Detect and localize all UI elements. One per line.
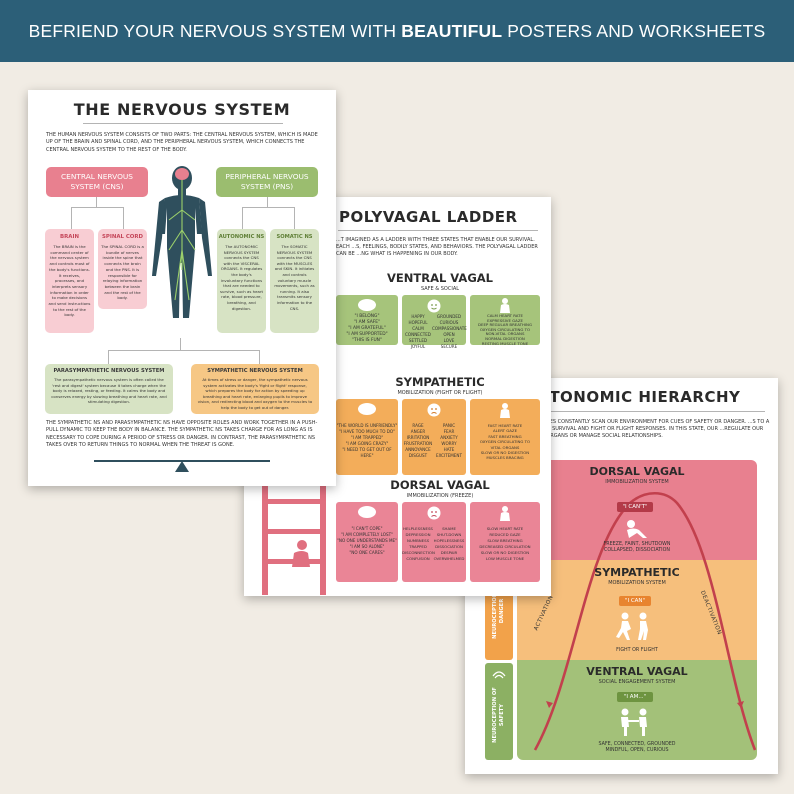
symp-body: FAST HEART RATE ALERT GAZE FAST BREATHIN…	[479, 423, 531, 461]
autonomic-box: AUTONOMIC NS The AUTONOMIC NERVOUS SYSTE…	[217, 229, 266, 333]
spinal-cord-text: The SPINAL CORD is a bundle of nerves in…	[101, 244, 144, 301]
ventral-quote: "I AM..."	[617, 692, 653, 702]
dorsal-description: FREEZE, FAINT, SHUTDOWN COLLAPSED, DISSO…	[603, 542, 671, 553]
dorsal-thoughts: "I CAN'T COPE" "I AM COMPLETELY LOST" "N…	[337, 526, 397, 555]
sad-face-icon	[427, 506, 441, 520]
activation-curve	[533, 491, 757, 751]
sympathetic-quote: "I CAN"	[619, 596, 651, 606]
nervous-system-sheet: THE NERVOUS SYSTEM THE HUMAN NERVOUS SYS…	[28, 90, 336, 486]
pns-header-label: PERIPHERAL NERVOUS SYSTEM (PNS)	[225, 172, 309, 191]
sympathetic-description: FIGHT OR FLIGHT	[616, 648, 658, 653]
sympathetic-subtitle: MOBILIZATION SYSTEM	[608, 580, 666, 586]
spinal-cord-title: SPINAL CORD	[102, 234, 143, 240]
polyvagal-intro: ...T IMAGINED AS A LADDER WITH THREE STA…	[336, 237, 538, 257]
symp-feelings-1: RAGE ANGER IRRITATION FRUSTRATION ANNOYA…	[403, 423, 433, 458]
symp-feelings-card: RAGE ANGER IRRITATION FRUSTRATION ANNOYA…	[402, 399, 466, 475]
ventral-body-card: CALM HEART RATE EXPRESSIVE GAZE DEEP REG…	[470, 295, 540, 345]
nervous-system-footer: THE SYMPATHETIC NS AND PARASYMPATHETIC N…	[46, 420, 318, 449]
brain-box: BRAIN The BRAIN is the command center of…	[45, 229, 94, 333]
body-figure-icon	[500, 298, 510, 313]
banner-text-post: POSTERS AND WORKSHEETS	[507, 20, 766, 41]
sympathetic-title: SYMPATHETIC	[594, 566, 680, 579]
dorsal-quote: "I CAN'T"	[617, 502, 653, 512]
sympathetic-ns-title: SYMPATHETIC NERVOUS SYSTEM	[207, 368, 303, 374]
ventral-subtitle: SOCIAL ENGAGEMENT SYSTEM	[598, 679, 676, 685]
dorsal-ladder-subtitle: IMMOBILIZATION (FREEZE)	[406, 493, 474, 499]
body-figure-icon	[500, 506, 510, 521]
brain-title: BRAIN	[60, 234, 79, 240]
polyvagal-ladder-sheet: POLYVAGAL LADDER ...T IMAGINED AS A LADD…	[244, 197, 551, 596]
symp-feelings-2: PANIC FEAR ANXIETY WORRY HATE EXCITEMENT	[436, 423, 462, 458]
autonomic-title: AUTONOMIC NS	[218, 234, 265, 240]
autonomic-hierarchy-intro: ...E SENSES CONSTANTLY SCAN OUR ENVIRONM…	[527, 419, 770, 439]
autonomic-hierarchy-title: AUTONOMIC HIERARCHY	[525, 388, 741, 406]
brain-text: The BRAIN is the command center of the n…	[48, 244, 91, 318]
thought-cloud-icon	[358, 506, 376, 518]
cns-header-label: CENTRAL NERVOUS SYSTEM (CNS)	[60, 172, 133, 191]
balance-scale-icon	[175, 461, 189, 472]
human-body-icon	[152, 166, 212, 318]
angry-face-icon	[427, 403, 441, 417]
parasympathetic-box: PARASYMPATHETIC NERVOUS SYSTEM The paras…	[45, 364, 173, 414]
sympathetic-ladder-subtitle: MOBILIZATION (FIGHT OR FLIGHT)	[397, 390, 483, 396]
ventral-thoughts-card: "I BELONG" "I AM SAFE" "I AM GRATEFUL" "…	[336, 295, 398, 345]
dorsal-subtitle: IMMOBILIZATION SYSTEM	[605, 479, 669, 485]
spinal-cord-box: SPINAL CORD The SPINAL CORD is a bundle …	[98, 229, 147, 309]
smiley-face-icon	[427, 299, 441, 313]
cns-header-box: CENTRAL NERVOUS SYSTEM (CNS)	[46, 167, 148, 197]
ventral-feelings-2: GROUNDED CURIOUS COMPASSIONATE OPEN LOVE…	[432, 314, 467, 349]
parasympathetic-title: PARASYMPATHETIC NERVOUS SYSTEM	[53, 368, 165, 374]
symp-thoughts-card: "THE WORLD IS UNFRIENDLY" "I HAVE TOO MU…	[336, 399, 398, 475]
ventral-body: CALM HEART RATE EXPRESSIVE GAZE DEEP REG…	[478, 313, 532, 346]
safety-side-bar	[485, 663, 513, 760]
polyvagal-ladder-title: POLYVAGAL LADDER	[339, 208, 518, 226]
ventral-feelings-1: HAPPY HOPEFUL CALM CONNECTED SETTLED JOY…	[405, 314, 431, 349]
ventral-feelings-card: HAPPY HOPEFUL CALM CONNECTED SETTLED JOY…	[402, 295, 467, 349]
collapsed-person-icon	[627, 520, 647, 538]
header-banner: BEFRIEND YOUR NERVOUS SYSTEM WITH BEAUTI…	[0, 0, 794, 62]
banner-text-pre: BEFRIEND YOUR NERVOUS SYSTEM WITH	[28, 20, 397, 41]
dorsal-feelings-2: SHAME SHUT-DOWN HOPELESSNESS DISSOCIATIO…	[433, 526, 465, 561]
ventral-band	[517, 660, 757, 760]
ventral-title: VENTRAL VAGAL	[586, 665, 688, 678]
body-figure-icon	[500, 403, 510, 418]
symp-body-card: FAST HEART RATE ALERT GAZE FAST BREATHIN…	[470, 399, 540, 475]
dorsal-feelings-1: HELPLESSNESS DEPRESSION NUMBNESS TRAPPED…	[402, 526, 435, 561]
ventral-vagal-title: VENTRAL VAGAL	[387, 271, 493, 285]
dorsal-body: SLOW HEART RATE REDUCED GAZE SLOW BREATH…	[479, 526, 531, 561]
dorsal-body-card: SLOW HEART RATE REDUCED GAZE SLOW BREATH…	[470, 502, 540, 582]
symp-thoughts: "THE WORLD IS UNFRIENDLY" "I HAVE TOO MU…	[336, 423, 398, 458]
somatic-box: SOMATIC NS The SOMATIC NERVOUS SYSTEM co…	[270, 229, 319, 333]
banner-text-bold: BEAUTIFUL	[401, 20, 503, 41]
dorsal-ladder-title: DORSAL VAGAL	[390, 478, 490, 492]
dorsal-title: DORSAL VAGAL	[589, 465, 685, 478]
sympathetic-ladder-title: SYMPATHETIC	[395, 375, 485, 389]
nervous-system-title: THE NERVOUS SYSTEM	[73, 100, 291, 119]
pns-header-box: PERIPHERAL NERVOUS SYSTEM (PNS)	[216, 167, 318, 197]
ladder-illustration	[262, 485, 326, 595]
somatic-title: SOMATIC NS	[276, 234, 313, 240]
ventral-vagal-subtitle: SAFE & SOCIAL	[420, 286, 460, 292]
dorsal-thoughts-card: "I CAN'T COPE" "I AM COMPLETELY LOST" "N…	[336, 502, 398, 582]
nervous-system-intro: THE HUMAN NERVOUS SYSTEM CONSISTS OF TWO…	[46, 132, 318, 153]
sympathetic-ns-text: At times of stress or danger, the sympat…	[197, 377, 313, 410]
somatic-text: The SOMATIC NERVOUS SYSTEM connects the …	[274, 244, 315, 311]
parasympathetic-text: The parasympathetic nervous system is of…	[51, 377, 167, 405]
ventral-description: SAFE, CONNECTED, GROUNDED MINDFUL, OPEN,…	[598, 742, 676, 753]
dorsal-feelings-card: HELPLESSNESS DEPRESSION NUMBNESS TRAPPED…	[402, 502, 466, 582]
safety-waves-icon	[492, 671, 506, 679]
thought-cloud-icon	[358, 299, 376, 311]
thought-cloud-icon	[358, 403, 376, 415]
running-people-icon	[616, 612, 648, 640]
connected-people-icon	[621, 708, 647, 736]
autonomic-hierarchy-sheet: AUTONOMIC HIERARCHY ...E SENSES CONSTANT…	[465, 378, 778, 774]
sympathetic-box: SYMPATHETIC NERVOUS SYSTEM At times of s…	[191, 364, 319, 414]
autonomic-text: The AUTONOMIC NERVOUS SYSTEM connects th…	[220, 244, 263, 311]
ventral-thoughts: "I BELONG" "I AM SAFE" "I AM GRATEFUL" "…	[346, 314, 388, 343]
